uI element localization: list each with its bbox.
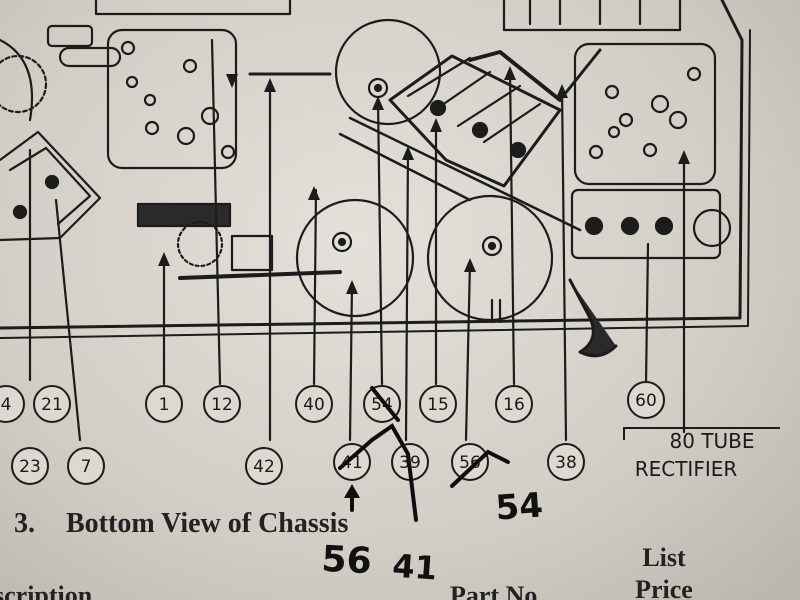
chassis-frame bbox=[0, 0, 744, 330]
tube-circle-top bbox=[334, 18, 442, 126]
strike-mark-56 bbox=[450, 449, 510, 488]
header-price: Price bbox=[635, 575, 693, 600]
callout-38: 38 bbox=[555, 453, 577, 473]
callout-12: 12 bbox=[211, 395, 233, 415]
callout-4: 4 bbox=[1, 395, 12, 415]
header-list: List bbox=[642, 543, 686, 572]
resistor-block-left bbox=[0, 130, 102, 242]
tube-socket-right bbox=[573, 42, 717, 186]
callout-23: 23 bbox=[19, 457, 41, 477]
header-part-no: Part No. bbox=[450, 581, 544, 600]
callout-circle-56 bbox=[451, 443, 489, 481]
callout-16: 16 bbox=[503, 395, 525, 415]
callout-circle-23 bbox=[11, 447, 49, 485]
callout-21: 21 bbox=[41, 395, 63, 415]
figure-title: Bottom View of Chassis bbox=[66, 508, 348, 539]
callout-42: 42 bbox=[253, 457, 275, 477]
callout-circle-40 bbox=[295, 385, 333, 423]
callout-56: 56 bbox=[459, 453, 481, 473]
strike-mark-54 bbox=[370, 386, 400, 422]
header-description: scription bbox=[0, 581, 93, 600]
callout-circle-7 bbox=[67, 447, 105, 485]
handwritten-56: 56 bbox=[321, 539, 373, 583]
tube-socket-left bbox=[106, 28, 238, 170]
callout-circle-4 bbox=[0, 385, 25, 423]
figure-number: 3. bbox=[14, 508, 35, 539]
callout-circle-38 bbox=[547, 443, 585, 481]
callout-circle-41 bbox=[333, 443, 371, 481]
callout-circle-15 bbox=[419, 385, 457, 423]
callout-circle-12 bbox=[203, 385, 241, 423]
callout-1: 1 bbox=[159, 395, 170, 415]
handwritten-54: 54 bbox=[494, 485, 544, 528]
callout-40: 40 bbox=[303, 395, 325, 415]
coil-part bbox=[136, 202, 232, 228]
callout-circle-1 bbox=[145, 385, 183, 423]
tube-circle-lower-left bbox=[295, 198, 415, 318]
resistor-block-right bbox=[570, 188, 722, 260]
tube-circle-lower-right bbox=[426, 194, 554, 322]
callout-15: 15 bbox=[427, 395, 449, 415]
callout-circle-16 bbox=[495, 385, 533, 423]
hand-arrow-41 bbox=[338, 423, 418, 522]
callout-circle-60 bbox=[627, 381, 665, 419]
handwritten-41: 41 bbox=[391, 547, 438, 588]
callout-7: 7 bbox=[81, 457, 92, 477]
tube-label-line2: RECTIFIER bbox=[635, 457, 738, 481]
callout-circle-21 bbox=[33, 385, 71, 423]
tuning-capacitor bbox=[388, 54, 562, 188]
callout-circle-42 bbox=[245, 447, 283, 485]
callout-41: 41 bbox=[341, 453, 363, 473]
callout-60: 60 bbox=[635, 391, 657, 411]
chassis-frame-inner bbox=[0, 29, 751, 339]
tube-label-line1: 80 TUBE bbox=[669, 429, 754, 453]
